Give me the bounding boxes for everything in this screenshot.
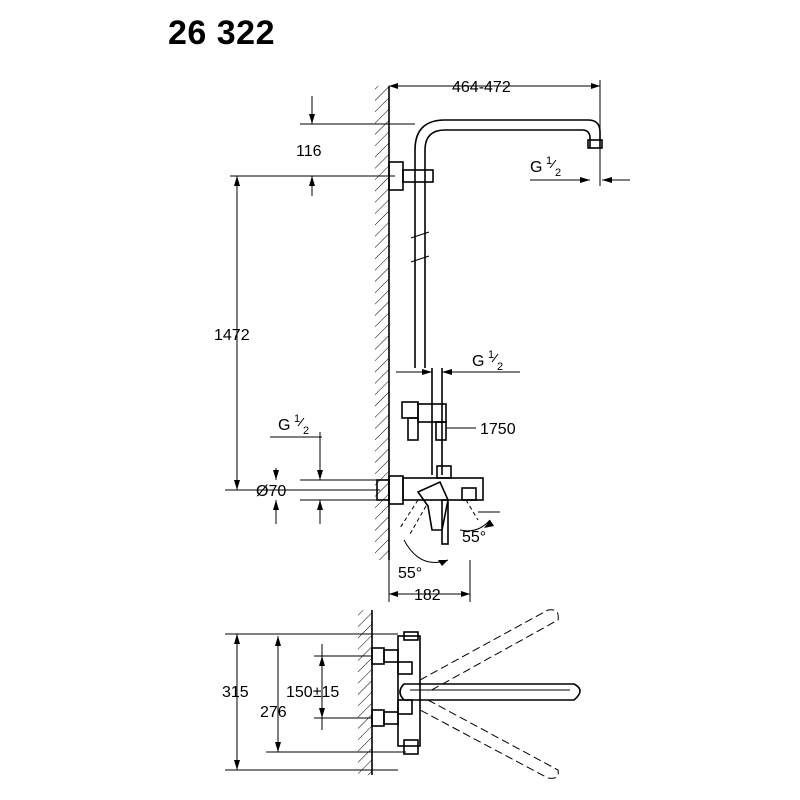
dim-thread-handshower: G 1 2 bbox=[396, 349, 520, 375]
dim-label-rosette: Ø70 bbox=[256, 483, 286, 500]
fraction-den-handshower: 2 bbox=[497, 361, 503, 373]
dim-inlet-centres: 150±15 bbox=[286, 644, 372, 730]
dim-label-head-drop: 116 bbox=[296, 143, 322, 160]
dim-label-angle-right: 55° bbox=[462, 529, 486, 546]
dim-label-height-total: 315 bbox=[222, 684, 249, 701]
dim-rail-length: 1472 bbox=[214, 176, 380, 491]
shower-riser bbox=[388, 119, 603, 368]
dim-label-handshower-height: 1750 bbox=[480, 421, 516, 438]
dim-thread-inlet: G 1 2 bbox=[270, 413, 323, 480]
dim-angle-left: 55° bbox=[398, 539, 449, 582]
fraction-num-inlet: 1 bbox=[294, 413, 300, 425]
dim-arm-reach: 464-472 bbox=[389, 79, 601, 186]
fraction-den-inlet: 2 bbox=[303, 425, 309, 437]
dim-head-drop: 116 bbox=[230, 96, 415, 196]
fraction-num-handshower: 1 bbox=[488, 349, 494, 361]
dim-height-total: 315 bbox=[222, 633, 398, 771]
dim-rosette: Ø70 bbox=[256, 468, 380, 524]
dim-thread-head: G 1 2 bbox=[530, 155, 630, 183]
dim-angle-right: 55° bbox=[459, 511, 500, 546]
top-view: 315 276 150±15 bbox=[222, 609, 581, 779]
dim-label-height-inlet: 276 bbox=[260, 704, 287, 721]
fraction-den-head: 2 bbox=[555, 167, 561, 179]
dim-label-arm-reach: 464-472 bbox=[452, 79, 511, 96]
dim-label-angle-left: 55° bbox=[398, 565, 422, 582]
lower-riser bbox=[401, 368, 447, 475]
dim-label-rail-length: 1472 bbox=[214, 327, 250, 344]
wall-hatching bbox=[375, 86, 389, 560]
side-view: 464-472 116 G 1 2 bbox=[214, 79, 630, 604]
dim-height-inlet: 276 bbox=[260, 636, 406, 753]
dim-label-thread-handshower: G bbox=[472, 353, 484, 370]
model-number: 26 322 bbox=[168, 14, 275, 52]
dim-label-thread-head: G bbox=[530, 159, 542, 176]
dim-label-thread-inlet: G bbox=[278, 417, 290, 434]
dim-label-projection: 182 bbox=[414, 587, 441, 604]
fraction-num-head: 1 bbox=[546, 155, 552, 167]
dim-handshower-height: 1750 bbox=[446, 421, 516, 438]
dim-label-inlet-centres: 150±15 bbox=[286, 684, 339, 701]
dim-projection: 182 bbox=[388, 560, 471, 604]
wall-hatching-top bbox=[358, 610, 372, 775]
mixer-body bbox=[376, 465, 484, 545]
